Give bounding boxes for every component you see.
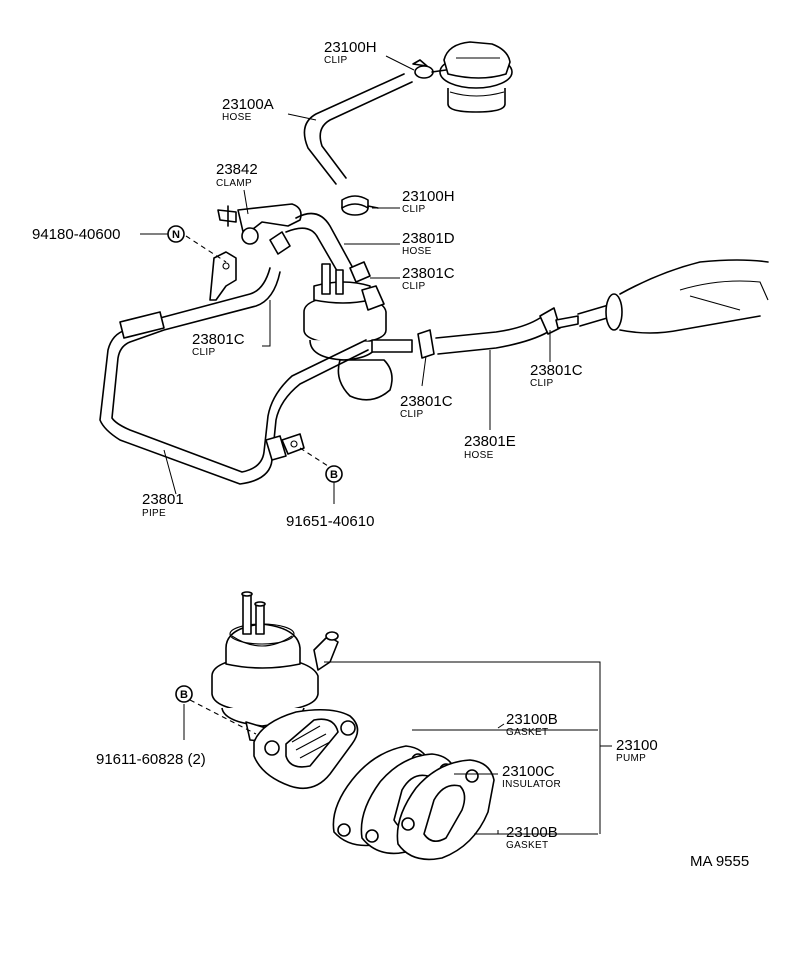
svg-text:HOSE: HOSE — [464, 450, 494, 461]
svg-text:23100H: 23100H — [402, 188, 455, 205]
svg-text:23842: 23842 — [216, 161, 258, 178]
fuel-pump-top-drawing — [303, 263, 393, 401]
svg-text:PUMP: PUMP — [616, 753, 646, 764]
hose-23801d-drawing — [285, 212, 355, 277]
label-23100: 23100 PUMP — [616, 737, 658, 764]
label-23100b-top: 23100B GASKET — [506, 711, 558, 738]
svg-text:CLIP: CLIP — [402, 281, 425, 292]
svg-text:23801: 23801 — [142, 491, 184, 508]
svg-text:91651-40610: 91651-40610 — [286, 513, 374, 530]
svg-text:HOSE: HOSE — [402, 246, 432, 257]
svg-text:CLIP: CLIP — [530, 378, 553, 389]
label-23842: 23842 CLAMP — [216, 161, 258, 189]
pipe-23801-drawing — [99, 267, 369, 485]
pump-assembly-bracket — [324, 661, 612, 835]
label-94180-40600: 94180-40600 — [32, 226, 120, 243]
svg-text:23100C: 23100C — [502, 763, 555, 780]
label-23801c-a: 23801C CLIP — [402, 265, 455, 292]
svg-text:91611-60828 (2): 91611-60828 (2) — [96, 751, 206, 768]
pipe-bracket-drawing — [281, 433, 305, 455]
label-23801c-c: 23801C CLIP — [400, 393, 453, 420]
clip-23100h-mid-drawing — [341, 195, 379, 216]
svg-text:CLAMP: CLAMP — [216, 178, 252, 189]
label-23801: 23801 PIPE — [142, 491, 184, 519]
svg-text:23100B: 23100B — [506, 711, 558, 728]
svg-text:94180-40600: 94180-40600 — [32, 226, 120, 243]
label-91651-40610: 91651-40610 — [286, 513, 374, 530]
svg-text:23801C: 23801C — [402, 265, 455, 282]
svg-text:HOSE: HOSE — [222, 112, 252, 123]
carburetor-inlet-drawing — [439, 41, 513, 113]
svg-text:CLIP: CLIP — [192, 347, 215, 358]
bolt-91611-symbol — [175, 685, 193, 703]
bolt-91651-symbol-label: B — [330, 469, 338, 481]
svg-text:23801C: 23801C — [530, 362, 583, 379]
svg-text:23100: 23100 — [616, 737, 658, 754]
svg-text:CLIP: CLIP — [402, 204, 425, 215]
label-23100h-top: 23100H CLIP — [324, 39, 377, 66]
clip-23100h-top-drawing — [412, 59, 447, 79]
pump-flange-drawing — [253, 708, 359, 790]
right-pipe-drawing — [577, 259, 769, 334]
svg-text:23100H: 23100H — [324, 39, 377, 56]
svg-text:23100A: 23100A — [222, 96, 274, 113]
label-23100b-bottom: 23100B GASKET — [506, 824, 558, 851]
svg-text:23100B: 23100B — [506, 824, 558, 841]
hose-23100a-drawing — [303, 73, 413, 185]
label-23801c-b: 23801C CLIP — [192, 331, 245, 358]
bolt-94180-symbol-label: N — [172, 229, 180, 241]
svg-text:23801E: 23801E — [464, 433, 516, 450]
svg-text:PIPE: PIPE — [142, 508, 166, 519]
bolt-91611-symbol-label: B — [180, 689, 188, 701]
clip-23801c-upper-drawing — [269, 231, 371, 283]
label-91611-60828: 91611-60828 (2) — [96, 751, 206, 768]
fuel-pump-bottom-drawing — [211, 591, 339, 743]
svg-text:23801D: 23801D — [402, 230, 455, 247]
label-23100c: 23100C INSULATOR — [502, 763, 561, 790]
svg-text:23801C: 23801C — [400, 393, 453, 410]
diagram-code: MA 9555 — [690, 853, 749, 870]
label-23100h-mid: 23100H CLIP — [402, 188, 455, 215]
label-23801d: 23801D HOSE — [402, 230, 455, 257]
svg-text:CLIP: CLIP — [324, 55, 347, 66]
svg-text:INSULATOR: INSULATOR — [502, 779, 561, 790]
svg-text:GASKET: GASKET — [506, 840, 548, 851]
label-23801e: 23801E HOSE — [464, 433, 516, 461]
hose-23801e-drawing — [371, 307, 579, 359]
svg-text:CLIP: CLIP — [400, 409, 423, 420]
svg-text:GASKET: GASKET — [506, 727, 548, 738]
label-23100a: 23100A HOSE — [222, 96, 274, 123]
bracket-drawing — [209, 251, 237, 301]
svg-text:23801C: 23801C — [192, 331, 245, 348]
label-23801c-d: 23801C CLIP — [530, 362, 583, 389]
clamp-23842-drawing — [217, 203, 302, 245]
